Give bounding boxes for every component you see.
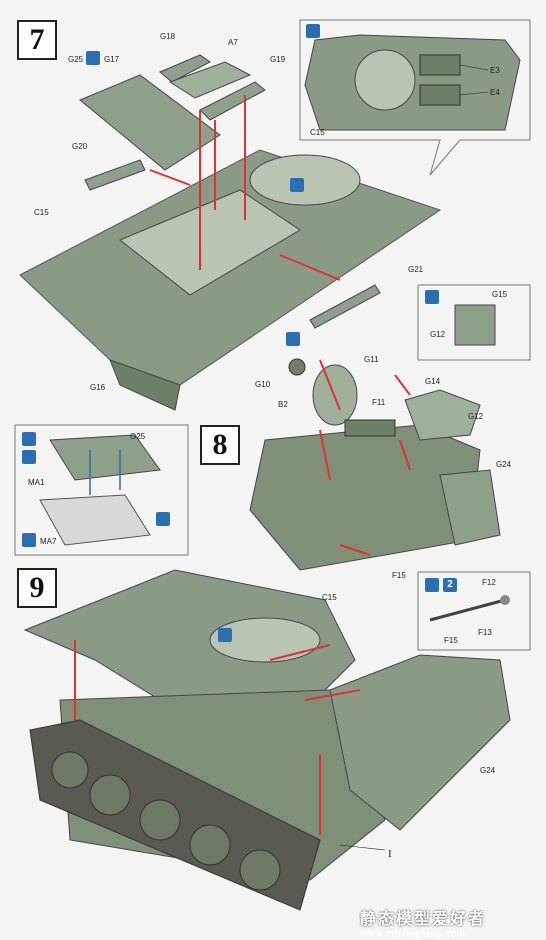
- inset-f12-frame: [417, 571, 531, 651]
- step9-turret-ring: [209, 617, 321, 663]
- label-b2: B2: [278, 400, 288, 409]
- step9-arrows: [74, 640, 361, 835]
- step9-g24-rear: [329, 654, 511, 831]
- turret-ring: [249, 154, 361, 206]
- inset-g12-part: [454, 304, 496, 346]
- label-i: I: [388, 848, 392, 860]
- part-a7: [168, 61, 252, 99]
- watermark: 静态模型爱好者 www.moxingfans.com: [360, 905, 486, 940]
- label-g24: G24: [496, 460, 512, 469]
- inset-e3-part: [419, 54, 461, 76]
- drill-icon: [218, 628, 232, 642]
- paint-icon: [86, 51, 100, 65]
- drill-icon: [286, 332, 300, 346]
- step7-arrows: [149, 95, 341, 281]
- label-g18: G18: [160, 32, 176, 41]
- part-g10: [288, 358, 306, 376]
- label-g12: G12: [468, 412, 484, 421]
- label-g20: G20: [72, 142, 88, 151]
- part-g24: [439, 469, 501, 546]
- road-wheels: [51, 751, 281, 891]
- glue-drop-icon: [156, 512, 170, 526]
- label-g21: G21: [408, 265, 424, 274]
- part-f11: [344, 419, 396, 437]
- inset-label-ma7: MA7: [40, 537, 57, 546]
- part-g17: [79, 74, 221, 171]
- inset-label-f15: F15: [444, 636, 458, 645]
- glue-icon: [425, 290, 439, 304]
- label-g17: G17: [104, 55, 120, 64]
- label-c15: C15: [34, 208, 49, 217]
- glue-icon: [22, 432, 36, 446]
- part-g18: [159, 54, 211, 83]
- label-g14: G14: [425, 377, 441, 386]
- inset-label-e4: E4: [490, 88, 500, 97]
- label-g11: G11: [364, 355, 379, 364]
- inset-label-g12: G12: [430, 330, 446, 339]
- step-7-number: 7: [17, 20, 57, 60]
- part-g20: [84, 159, 146, 191]
- paint-icon: [22, 450, 36, 464]
- part-g21: [309, 284, 381, 329]
- watermark-url: www.moxingfans.com: [360, 929, 466, 940]
- inset-label-g25: G25: [130, 432, 146, 441]
- grill-mesh-ma7: [39, 494, 151, 546]
- label-f11: F11: [372, 398, 386, 407]
- inset-label-e3: E3: [490, 66, 500, 75]
- label-g15: G15: [492, 290, 508, 299]
- hull-side-g16: [109, 359, 181, 411]
- grill-g25-part: [49, 434, 161, 481]
- label-f12: F12: [482, 578, 496, 587]
- drill-icon: [290, 178, 304, 192]
- label-c15-step9: C15: [322, 593, 337, 602]
- glue-drop-icon: [22, 533, 36, 547]
- label-g19: G19: [270, 55, 286, 64]
- glue-icon: [306, 24, 320, 38]
- inset-c15-ring: [354, 49, 416, 111]
- inset-label-ma1: MA1: [28, 478, 45, 487]
- inset-step7-frame: [299, 19, 531, 176]
- glue-icon: [425, 578, 439, 592]
- watermark-cn: 静态模型爱好者: [360, 911, 487, 928]
- label-g25: G25: [68, 55, 84, 64]
- label-g16: G16: [90, 383, 106, 392]
- label-g24-step9: G24: [480, 766, 496, 775]
- inset-label-c15: C15: [310, 128, 325, 137]
- step8-arrows: [319, 359, 411, 556]
- quantity-badge: 2: [443, 578, 457, 592]
- label-a7: A7: [228, 38, 238, 47]
- step-8-number: 8: [200, 425, 240, 465]
- inset-grill-frame: [14, 424, 189, 556]
- part-g12: [404, 389, 481, 441]
- inset-e4-part: [419, 84, 461, 106]
- inset-g12-frame: [417, 284, 531, 361]
- label-f13: F13: [478, 628, 492, 637]
- part-g19: [199, 81, 266, 121]
- step-9-number: 9: [17, 568, 57, 608]
- label-g10: G10: [255, 380, 271, 389]
- label-f15: F15: [392, 571, 406, 580]
- grill-arrows: [89, 450, 121, 495]
